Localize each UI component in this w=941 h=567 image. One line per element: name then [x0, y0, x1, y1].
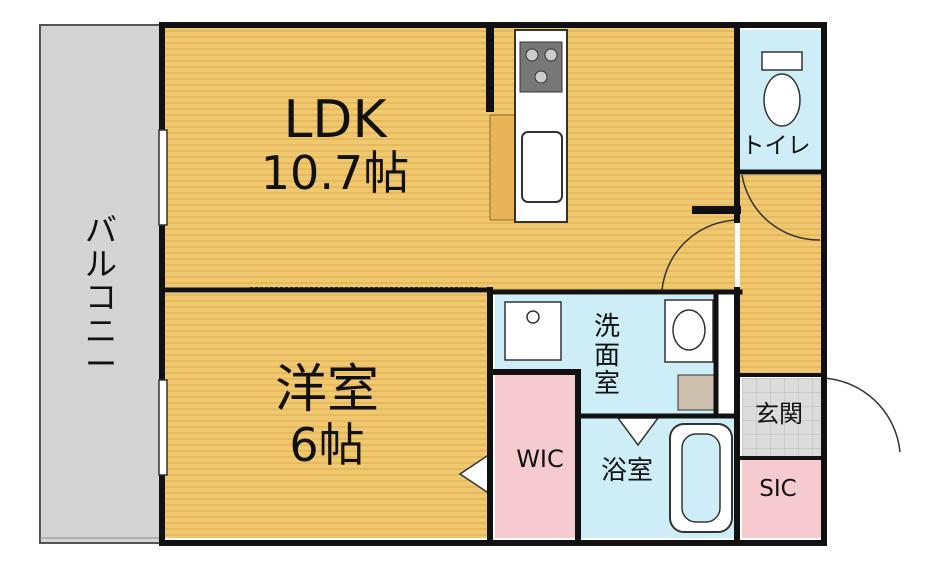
ldk-floor	[165, 28, 735, 290]
washroom-label: 洗面室	[593, 312, 620, 400]
window-western	[158, 379, 168, 476]
balcony-label: バルコニー	[84, 211, 117, 384]
hallway-floor	[740, 175, 822, 375]
entrance-floor	[742, 378, 822, 456]
storage-box	[677, 374, 715, 411]
toilet-door-swing	[741, 174, 821, 241]
kitchen-counter	[489, 29, 568, 223]
ldk-size-label: 10.7帖	[260, 146, 410, 200]
bathroom-label: 浴室	[600, 456, 653, 486]
entrance-label: 玄関	[755, 400, 803, 428]
washer-icon	[504, 301, 562, 361]
western-room-size-label: 6帖	[289, 418, 365, 472]
walls	[159, 22, 827, 546]
wic-floor	[495, 375, 575, 538]
stove-icon	[519, 41, 563, 93]
entrance-door-swing	[821, 377, 901, 453]
toilet-label: トイレ	[741, 133, 811, 159]
western-room-label: 洋室	[274, 360, 379, 420]
wic-label: WIC	[516, 445, 564, 473]
ldk-label: LDK	[283, 90, 387, 150]
sic-floor	[742, 460, 822, 538]
sink-icon	[521, 131, 563, 203]
ldk-door-swing	[661, 219, 741, 291]
toilet-icon	[761, 51, 803, 127]
balcony-area	[39, 24, 163, 544]
bathtub-icon	[669, 423, 733, 533]
western-room-floor	[165, 293, 490, 538]
window-ldk	[158, 129, 168, 226]
washbasin-icon	[664, 299, 714, 363]
sic-label: SIC	[759, 476, 797, 502]
